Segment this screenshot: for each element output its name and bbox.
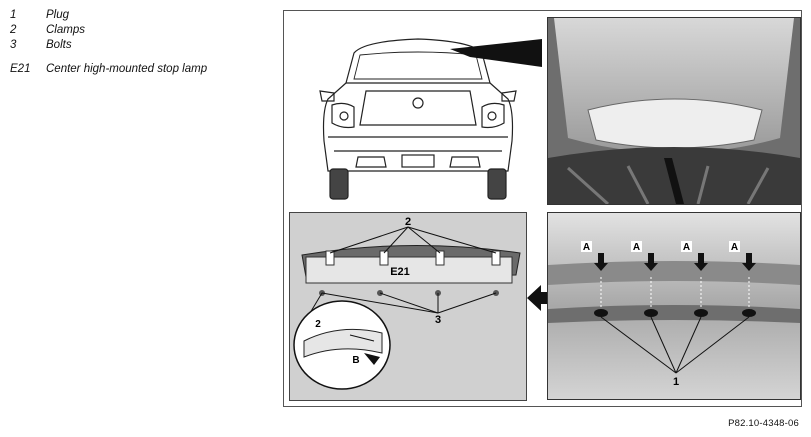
tailgate-photo xyxy=(547,17,801,205)
legend-item: 1 Plug xyxy=(10,8,207,23)
legend-label: Bolts xyxy=(46,39,72,51)
callout-view-a: A xyxy=(731,242,738,253)
callout-plug: 1 xyxy=(673,376,679,388)
legend-key: E21 xyxy=(10,63,31,75)
legend-key: 3 xyxy=(10,39,17,51)
legend-component: E21 Center high-mounted stop lamp xyxy=(10,62,207,77)
legend-label: Center high-mounted stop lamp xyxy=(46,63,208,75)
figure-reference: P82.10-4348-06 xyxy=(728,418,799,429)
plugs-photo: A A A A 1 xyxy=(547,212,801,400)
callout-view-b: B xyxy=(352,355,359,366)
arrow-left-icon xyxy=(527,285,547,311)
legend: 1 Plug 2 Clamps 3 Bolts E21 Center high-… xyxy=(10,8,207,77)
legend-item: 3 Bolts xyxy=(10,38,207,53)
callout-view-a: A xyxy=(583,242,590,253)
callout-bolts: 3 xyxy=(435,314,441,326)
legend-key: 1 xyxy=(10,9,17,21)
legend-item: 2 Clamps xyxy=(10,23,207,38)
callout-view-a: A xyxy=(633,242,640,253)
callout-view-a: A xyxy=(683,242,690,253)
callout-lamp: E21 xyxy=(390,266,410,278)
callout-clamp-detail: 2 xyxy=(315,319,321,330)
car-rear-drawing xyxy=(294,21,542,209)
legend-label: Clamps xyxy=(46,24,85,36)
figure-frame: E21 2 3 2 B xyxy=(283,10,802,407)
stop-lamp-detail: E21 2 3 2 B xyxy=(289,212,527,401)
legend-label: Plug xyxy=(46,9,70,21)
legend-key: 2 xyxy=(10,24,17,36)
callout-clamps: 2 xyxy=(405,216,411,228)
